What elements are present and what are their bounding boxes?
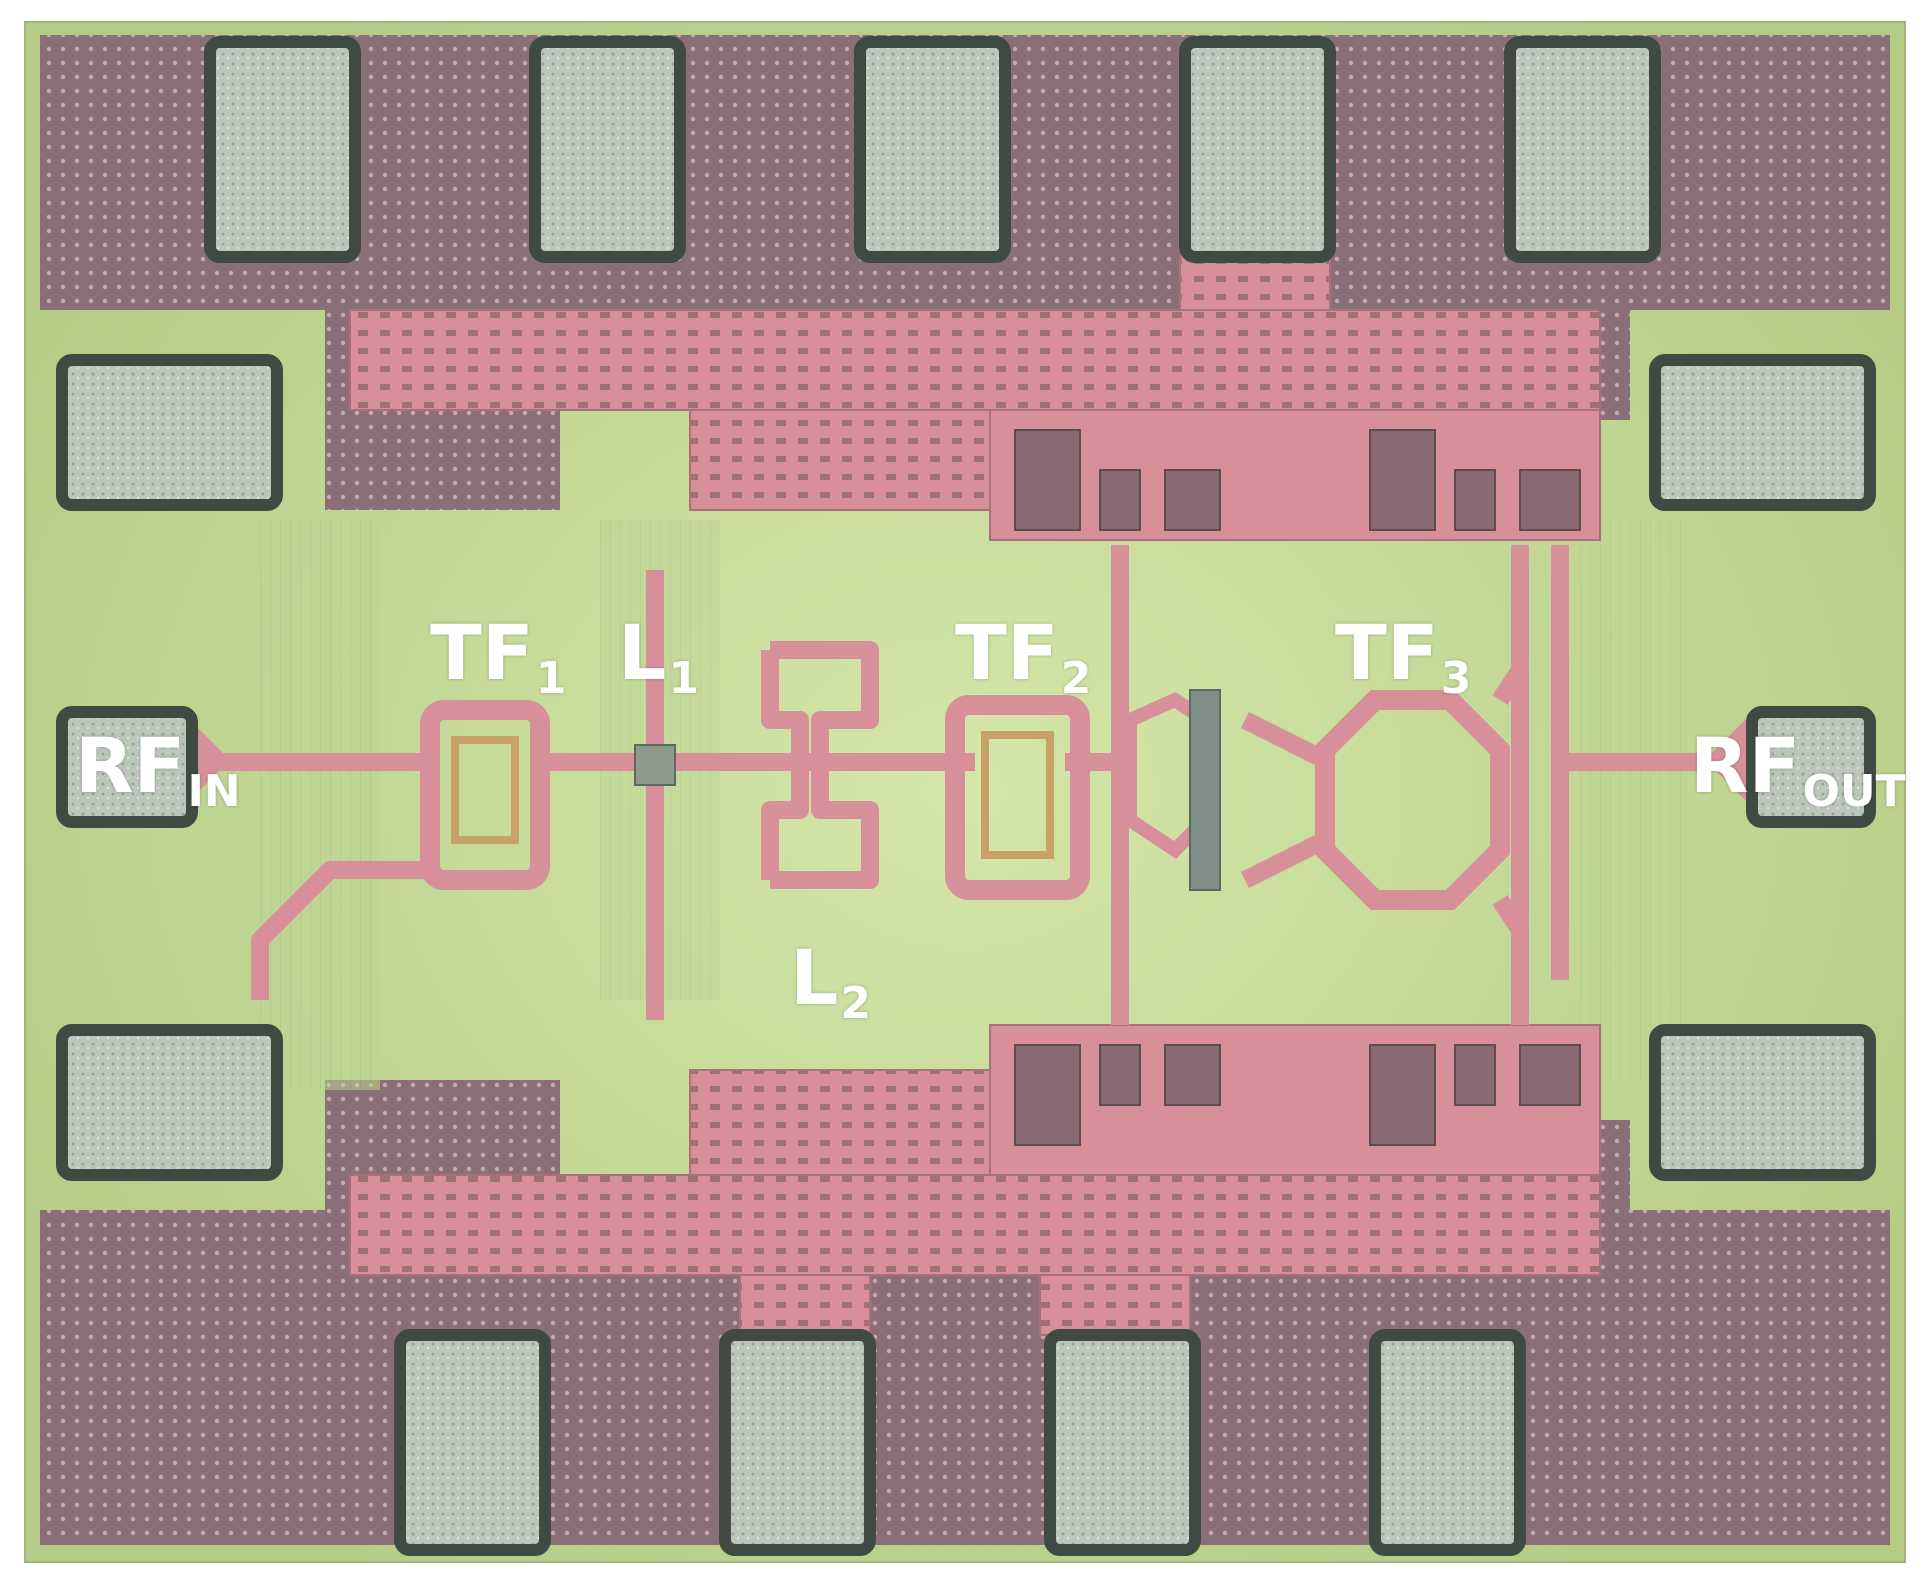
pad-top-3 [854, 36, 1011, 263]
label-rf-out-sub: OUT [1802, 766, 1906, 817]
transformer-tf3 [1240, 665, 1528, 935]
capacitor-array-bottom [1014, 1044, 1581, 1146]
bias-block-bottom-right [989, 1024, 1601, 1176]
pad-top-2 [529, 36, 686, 263]
transformer-tf2 [945, 695, 1090, 900]
grid-right [1580, 520, 1690, 1080]
pad-bottom-2 [719, 1329, 876, 1556]
label-tf1: TF1 [430, 615, 566, 701]
label-l2-main: L [790, 933, 839, 1022]
grid-left [260, 520, 380, 1090]
inductor-l1-core [634, 744, 676, 786]
label-rf-out: RFOUT [1690, 728, 1906, 814]
pad-right-2 [1649, 1024, 1876, 1181]
label-rf-in: RFIN [75, 728, 241, 814]
label-rf-in-sub: IN [187, 766, 241, 817]
label-l1-main: L [618, 608, 667, 697]
capacitor-array-top [1014, 429, 1581, 531]
label-tf3: TF3 [1335, 615, 1471, 701]
bias-stub-bottom-right [1039, 1274, 1191, 1336]
pad-right-rfout [1746, 706, 1876, 828]
rf-out-taper [1705, 715, 1750, 805]
label-l2: L2 [790, 940, 871, 1026]
bias-network-bottom-2 [689, 1069, 991, 1176]
pad-top-1 [204, 36, 361, 263]
pad-top-4 [1179, 36, 1336, 263]
pad-top-5 [1504, 36, 1661, 263]
label-tf3-main: TF [1335, 608, 1439, 697]
transformer-tf1 [420, 700, 550, 890]
bias-block-top-right [989, 409, 1601, 541]
pad-left-rfin [56, 706, 198, 828]
pad-right-1 [1649, 354, 1876, 511]
bond-pads [56, 36, 1876, 1556]
pad-left-2 [56, 1024, 283, 1181]
pad-left-1 [56, 354, 283, 511]
rf-signal-path [220, 545, 1700, 1025]
pad-bottom-1 [394, 1329, 551, 1556]
bias-network-bottom [349, 1174, 1601, 1276]
label-tf2-main: TF [955, 608, 1059, 697]
label-l1-sub: 1 [668, 653, 700, 704]
label-tf2-sub: 2 [1060, 653, 1092, 704]
label-tf2: TF2 [955, 615, 1091, 701]
label-tf1-main: TF [430, 608, 534, 697]
label-l1: L1 [618, 615, 699, 701]
bias-network-top-2 [689, 409, 991, 511]
pad-bottom-3 [1044, 1329, 1201, 1556]
label-rf-out-main: RF [1690, 721, 1801, 810]
label-tf3-sub: 3 [1440, 653, 1472, 704]
label-rf-in-main: RF [75, 721, 186, 810]
label-l2-sub: 2 [840, 978, 872, 1029]
label-tf1-sub: 1 [535, 653, 567, 704]
transistor-cell [1123, 689, 1221, 891]
pad-bottom-4 [1369, 1329, 1526, 1556]
bias-stub-bottom-left [739, 1274, 871, 1336]
bias-network-top [349, 309, 1601, 411]
